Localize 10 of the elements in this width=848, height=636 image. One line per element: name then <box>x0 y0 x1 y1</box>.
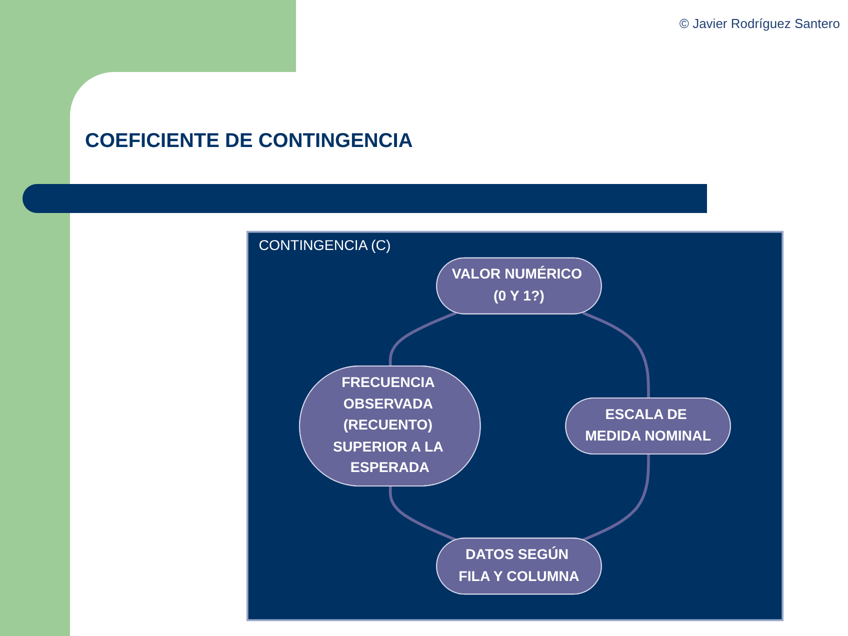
connector <box>582 454 650 542</box>
connector <box>582 312 650 398</box>
oval-node: FRECUENCIA OBSERVADA (RECUENTO) SUPERIOR A LA ESPERADA <box>299 366 481 486</box>
connector <box>388 312 457 366</box>
slide-title: COEFICIENTE DE CONTINGENCIA <box>85 130 413 153</box>
copyright-note: © Javier Rodríguez Santero <box>679 16 840 31</box>
connector <box>388 486 457 542</box>
oval-node: DATOS SEGÚN FILA Y COLUMNA <box>436 538 602 595</box>
oval-node: ESCALA DE MEDIDA NOMINAL <box>565 398 731 454</box>
oval-node: VALOR NUMÉRICO (0 Y 1?) <box>436 257 602 314</box>
